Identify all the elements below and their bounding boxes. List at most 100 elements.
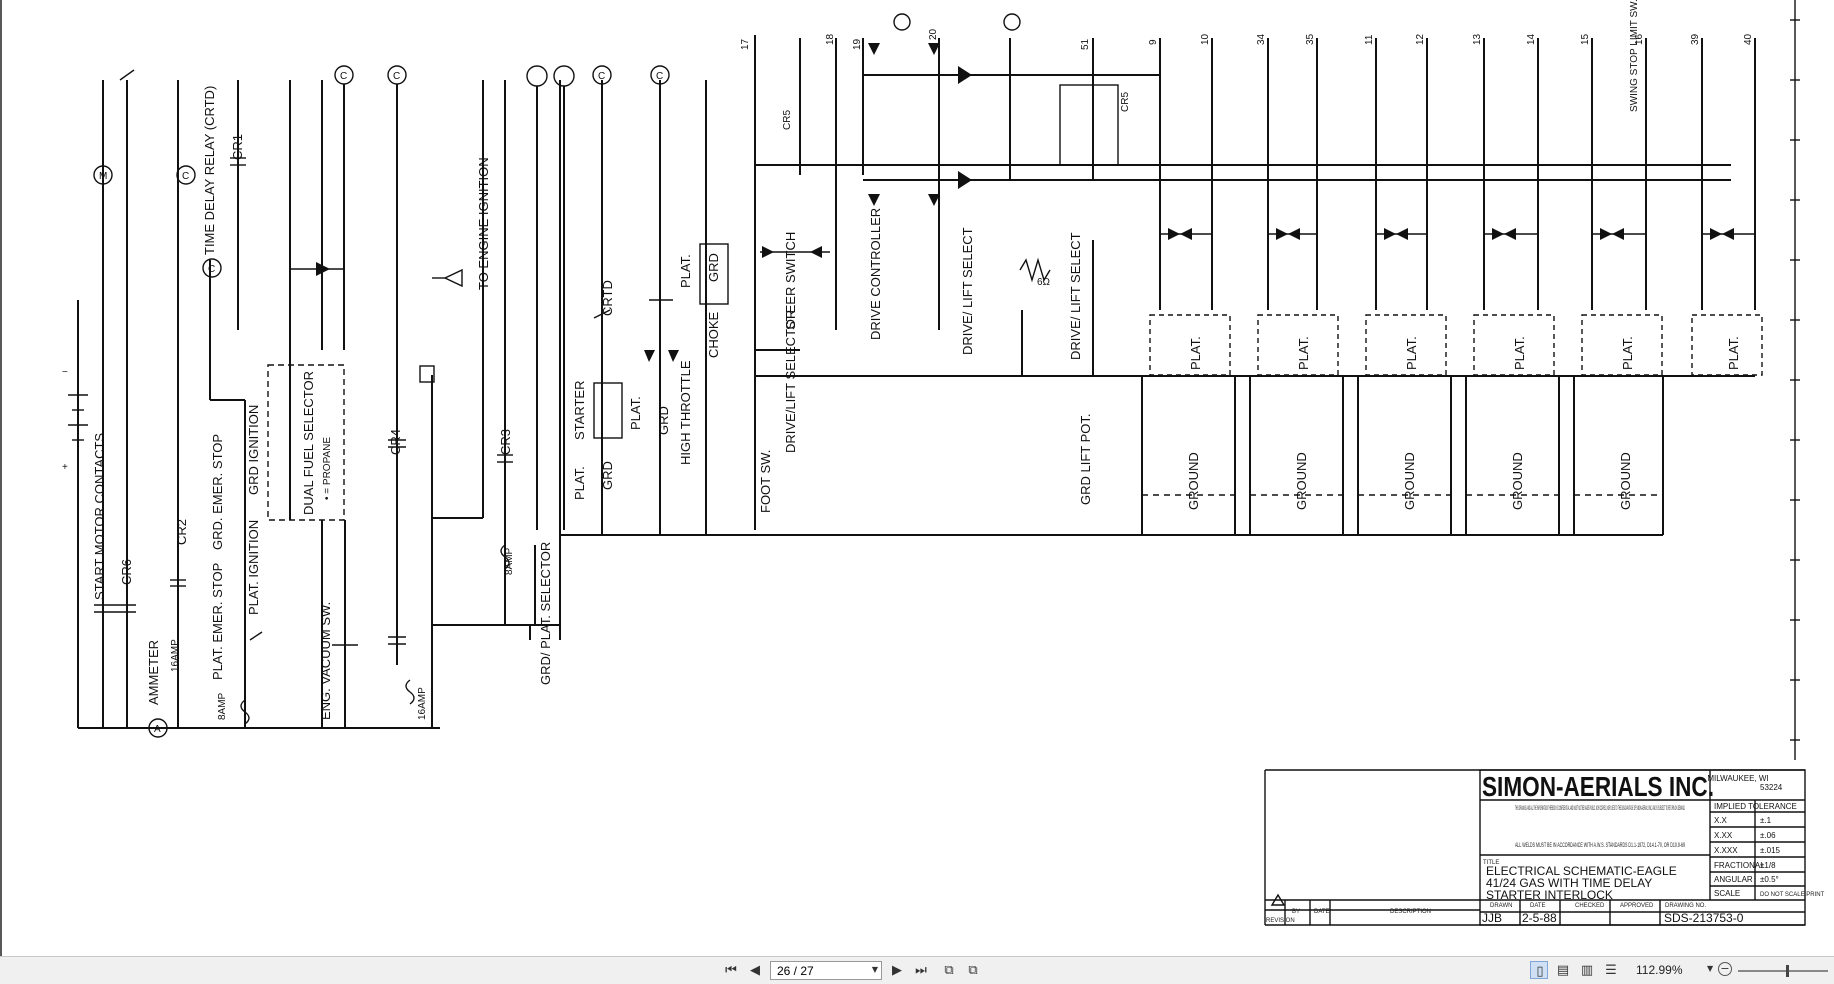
previous-page-button[interactable]: ◀ [746,961,764,979]
plat-label-2: PLAT. [628,396,643,430]
company-name: SIMON-AERIALS INC. [1482,771,1714,802]
plat-label-r3: PLAT. [1404,336,1419,370]
grd-label-2: GRD [656,406,671,435]
ammeter-symbol [148,718,168,738]
cr4-label: CR4 [388,429,403,455]
revision-label: REVISION [1266,918,1295,924]
tolerance-value: ±1/8 [1760,861,1776,870]
copy-icon: ⧉ [944,962,954,978]
drawn-value: JJB [1482,911,1502,925]
svg-text:M: M [99,171,107,182]
high-throttle-label: HIGH THROTTLE [678,360,693,465]
drive-lift-select-label: DRIVE/ LIFT SELECT [960,227,975,355]
svg-text:C: C [598,71,605,82]
rung-number: 16 [1634,33,1645,45]
weld-note: ALL WELDS MUST BE IN ACCORDANCE WITH A.W… [1515,843,1685,849]
rung-number: 20 [928,28,939,40]
drawn-label: DRAWN [1490,903,1512,909]
scale-label: SCALE [1714,889,1740,898]
previous-page-icon: ◀ [750,962,760,978]
plat-label-r2: PLAT. [1296,336,1311,370]
implied-tolerance-label: IMPLIED TOLERANCE [1714,802,1797,811]
zoom-out-button[interactable]: − [1718,962,1732,976]
engine-ignition-label: TO ENGINE IGNITION [476,157,491,290]
paste-icon: ⧉ [968,962,978,978]
drawing-number: SDS-213753-0 [1664,911,1744,925]
choke-label: CHOKE [706,311,721,358]
zoom-dropdown-icon[interactable]: ▼ [1707,964,1714,973]
foot-switch-label: FOOT SW. [758,450,773,513]
rung-number: 34 [1256,33,1267,45]
cr6-label: CR6 [119,559,134,585]
checked-label: CHECKED [1575,903,1605,909]
tolerance-value: ±.1 [1760,816,1772,825]
dual-fuel-label: DUAL FUEL SELECTOR [301,371,316,515]
time-delay-label: TIME DELAY RELAY (CRTD) [202,86,217,255]
two-page-view-button[interactable]: ▥ [1578,961,1596,979]
two-page-icon: ▥ [1580,962,1594,978]
tolerance-key: X.XXX [1714,846,1738,855]
svg-text:C: C [656,71,663,82]
tolerance-value: ±.015 [1760,846,1781,855]
drawing-no-label: DRAWING NO. [1665,903,1706,909]
steer-switch-label: STEER SWITCH [783,232,798,330]
status-bar: ⏮ ◀ 26 / 27 ▼ ▶ ⏭ ⧉ ⧉ ▯ ▤ ▥ ☰ 112.99% ▼ … [0,956,1834,984]
date2-label: DATE [1530,903,1546,909]
tolerance-key: ANGULAR [1714,875,1753,884]
title-line-3: STARTER INTERLOCK [1486,888,1613,902]
grd-label-3: GRD [706,253,721,282]
cr2-label: CR2 [174,519,189,545]
tolerance-key: FRACTIONAL [1714,861,1765,870]
continuous-view-button[interactable]: ▤ [1554,961,1572,979]
rung-number: 9 [1148,39,1159,45]
grd-label: GRD [600,461,615,490]
swing-stop-label: SWING STOP LIMIT SW. [1629,0,1640,112]
copy-page-button[interactable]: ⧉ [940,961,958,979]
cr1-label: CR1 [230,134,245,160]
facing-icon: ☰ [1605,962,1617,978]
16amp-label: 16AMP [170,639,181,672]
plat-label-r6: PLAT. [1726,336,1741,370]
rung-group [1141,38,1763,535]
first-page-icon: ⏮ [725,962,737,978]
document-viewport[interactable]: + − M A C C C C [0,0,1834,956]
title-label: TITLE [1483,860,1499,866]
rung-number: 12 [1415,33,1426,45]
grd-ignition-label: GRD IGNITION [246,405,261,495]
facing-view-button[interactable]: ☰ [1602,961,1620,979]
confidential-notice: THIS DRAWING AND ALL THE INFORMATION THE… [1515,806,1685,812]
next-page-button[interactable]: ▶ [888,961,906,979]
chevron-down-icon[interactable]: ▼ [871,965,878,974]
approved-label: APPROVED [1620,903,1654,909]
zoom-slider-thumb[interactable] [1785,965,1789,977]
rung-number: 18 [825,33,836,45]
description-label: DESCRIPTION [1390,909,1431,915]
zoom-level[interactable]: 112.99% [1636,963,1683,977]
rung-number: 51 [1080,38,1091,50]
svg-text:−: − [62,367,68,378]
paste-page-button[interactable]: ⧉ [964,961,982,979]
single-page-view-button[interactable]: ▯ [1530,961,1548,979]
plat-label-3: PLAT. [678,254,693,288]
first-page-button[interactable]: ⏮ [722,961,740,979]
tolerance-key: X.X [1714,816,1728,825]
date-label: DATE [1314,909,1330,915]
last-page-button[interactable]: ⏭ [912,961,930,979]
continuous-icon: ▤ [1556,962,1570,978]
title-block: SIMON-AERIALS INC. MILWAUKEE, WI 53224 T… [1264,769,1825,926]
cr3-label: CR3 [498,429,513,455]
tolerance-key: X.XX [1714,831,1733,840]
zoom-slider[interactable] [1738,965,1828,977]
16amp-label-2: 16AMP [417,687,428,720]
do-not-scale-label: DO NOT SCALE PRINT [1760,892,1825,898]
title-line-2: 41/24 GAS WITH TIME DELAY [1486,876,1652,890]
date-value: 2-5-88 [1522,911,1557,925]
svg-text:C: C [393,71,400,82]
page-number-field[interactable]: 26 / 27 ▼ [770,961,882,980]
rung-number: 17 [740,38,751,50]
ohm-label: 6Ω [1037,277,1051,288]
tolerance-value: ±0.5° [1760,875,1779,884]
grd-lift-pot-label: GRD LIFT POT. [1078,414,1093,506]
plat-label-r5: PLAT. [1620,336,1635,370]
tolerance-value: ±.06 [1760,831,1776,840]
